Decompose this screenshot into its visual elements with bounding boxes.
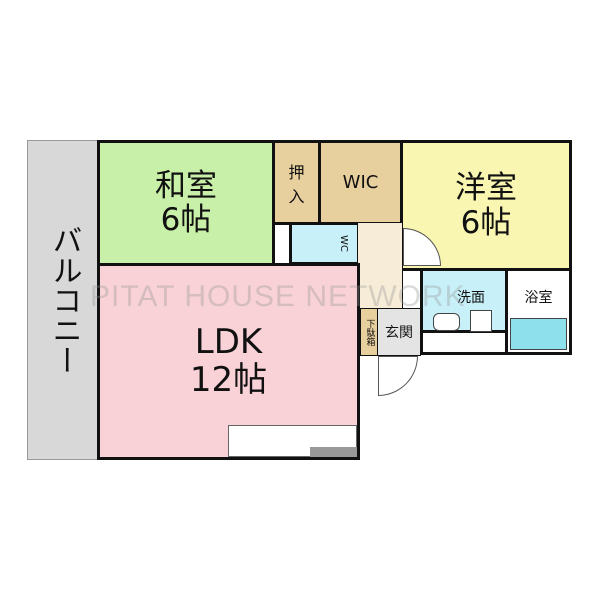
balcony: バルコニー <box>27 140 100 460</box>
senmen-storage <box>420 330 508 355</box>
room-oshiire: 押入 <box>272 140 321 225</box>
bathtub <box>510 318 567 350</box>
room-wic: WIC <box>318 140 403 225</box>
watermark: PITAT HOUSE NETWORK <box>90 280 466 313</box>
washbasin <box>433 313 460 331</box>
getabako: 下駄箱 <box>360 308 378 356</box>
washing-machine <box>470 310 492 332</box>
entrance-door <box>378 356 418 396</box>
room-wc: WC <box>289 222 360 265</box>
genkan: 玄関 <box>377 308 421 356</box>
kitchen-stove <box>310 447 357 457</box>
